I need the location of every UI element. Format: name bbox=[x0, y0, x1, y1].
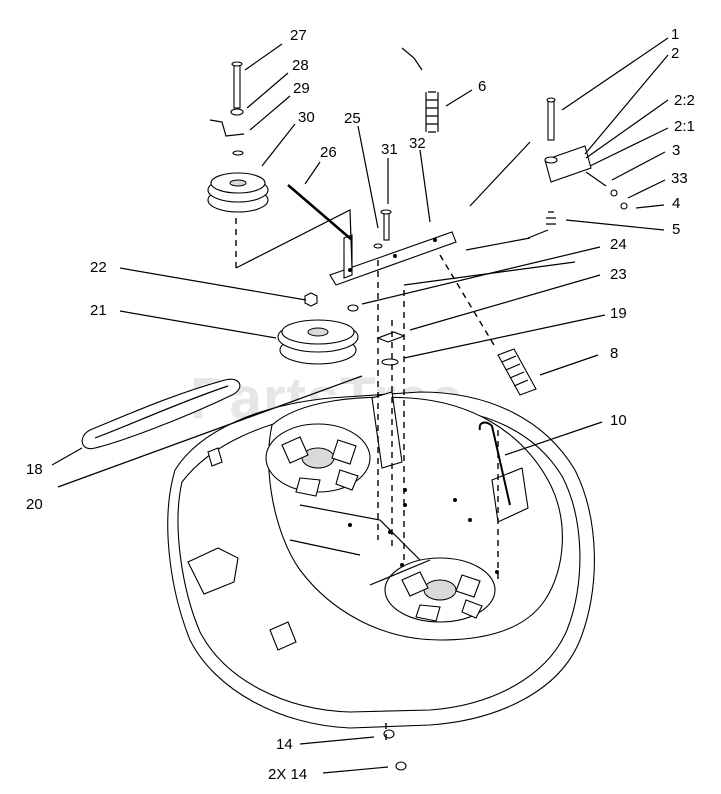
callout-20: 20 bbox=[26, 496, 43, 513]
callout-4: 4 bbox=[672, 195, 680, 212]
deck-pulley bbox=[277, 319, 359, 365]
callout-5: 5 bbox=[672, 221, 680, 238]
callout-28: 28 bbox=[292, 57, 309, 74]
callout-2-2: 2:2 bbox=[674, 92, 695, 109]
callout-27: 27 bbox=[290, 27, 307, 44]
callout-30: 30 bbox=[298, 109, 315, 126]
callout-3: 3 bbox=[672, 142, 680, 159]
callout-2-1: 2:1 bbox=[674, 118, 695, 135]
callout-2: 2 bbox=[671, 45, 679, 62]
callout-10: 10 bbox=[610, 412, 627, 429]
callout-18: 18 bbox=[26, 461, 43, 478]
mower-deck bbox=[167, 391, 595, 729]
callout-14: 14 bbox=[276, 736, 293, 753]
callout-6: 6 bbox=[478, 78, 486, 95]
spring-lower bbox=[497, 348, 537, 396]
callout-23: 23 bbox=[610, 266, 627, 283]
lift-rod bbox=[478, 421, 511, 506]
hinge-bracket bbox=[527, 97, 628, 239]
callout-8: 8 bbox=[610, 345, 618, 362]
callout-29: 29 bbox=[293, 80, 310, 97]
callout-1: 1 bbox=[671, 26, 679, 43]
drive-belt bbox=[81, 378, 241, 450]
callout-2x-14: 2X 14 bbox=[268, 766, 307, 783]
bolt-assembly bbox=[209, 61, 245, 156]
callout-21: 21 bbox=[90, 302, 107, 319]
callout-24: 24 bbox=[610, 236, 627, 253]
rod bbox=[287, 184, 353, 241]
callout-31: 31 bbox=[381, 141, 398, 158]
spring-top bbox=[401, 47, 439, 133]
idler-arm-plate bbox=[329, 209, 457, 286]
idler-pulley bbox=[207, 172, 269, 213]
callout-33: 33 bbox=[671, 170, 688, 187]
callout-labels: 27 28 29 30 25 26 31 32 6 1 2 2:2 2:1 3 … bbox=[26, 26, 695, 783]
callout-26: 26 bbox=[320, 144, 337, 161]
callout-19: 19 bbox=[610, 305, 627, 322]
leader-lines bbox=[51, 37, 669, 774]
callout-25: 25 bbox=[344, 110, 361, 127]
callout-22: 22 bbox=[90, 259, 107, 276]
callout-32: 32 bbox=[409, 135, 426, 152]
hardware bbox=[304, 292, 407, 771]
